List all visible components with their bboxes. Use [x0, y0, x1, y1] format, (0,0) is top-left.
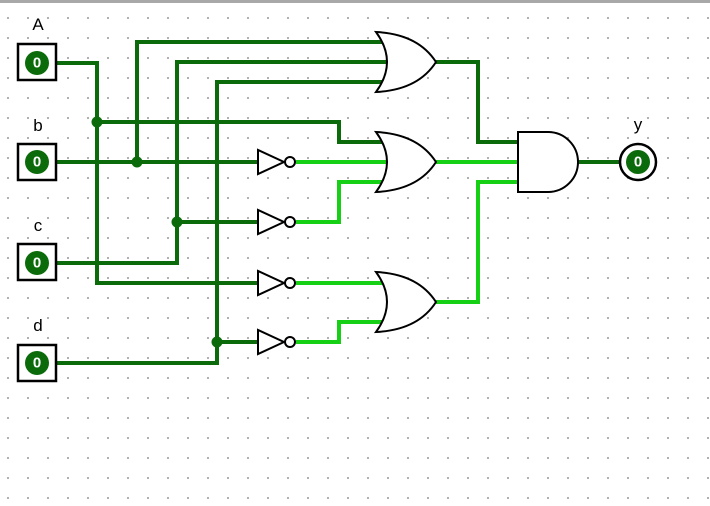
- input-pin-a[interactable]: A 0: [16, 15, 58, 82]
- not-gate-b[interactable]: [257, 148, 296, 176]
- not-gate-a[interactable]: [257, 269, 296, 297]
- input-pin-c[interactable]: c 0: [16, 216, 58, 282]
- or-gate-1[interactable]: [373, 30, 438, 94]
- junction-c: [171, 216, 183, 228]
- input-value-d: 0: [33, 355, 41, 372]
- wire-a-branch: [95, 120, 387, 144]
- wire-c: [56, 60, 387, 265]
- input-label-a: A: [32, 15, 44, 34]
- wire-or3-out: [434, 180, 522, 304]
- and-gate[interactable]: [517, 131, 579, 193]
- wire-d: [56, 80, 387, 365]
- or-gate-3[interactable]: [373, 270, 438, 334]
- input-pin-b[interactable]: b 0: [16, 116, 58, 182]
- input-label-d: d: [33, 316, 42, 335]
- output-label-y: y: [634, 115, 643, 134]
- input-label-b: b: [33, 116, 42, 135]
- not-gate-d[interactable]: [257, 328, 296, 356]
- canvas-top-border: [0, 0, 710, 3]
- wire-or1-out: [434, 60, 522, 144]
- input-value-b: 0: [33, 154, 41, 171]
- output-pin-y[interactable]: y 0: [618, 115, 658, 182]
- wire-not-d-out: [296, 320, 387, 344]
- wire-a: [56, 61, 260, 285]
- or-gate-2[interactable]: [373, 130, 438, 194]
- not-gate-c[interactable]: [257, 208, 296, 236]
- junction-d: [211, 336, 223, 348]
- wire-not-c-out: [296, 180, 387, 224]
- wire-b-branch: [135, 40, 387, 164]
- junction-b: [131, 156, 143, 168]
- junction-a: [91, 116, 103, 128]
- input-pin-d[interactable]: d 0: [16, 316, 58, 383]
- output-value-y: 0: [634, 154, 642, 171]
- wires-low: [56, 40, 624, 365]
- input-value-a: 0: [33, 55, 41, 72]
- input-label-c: c: [34, 216, 43, 235]
- input-value-c: 0: [33, 255, 41, 272]
